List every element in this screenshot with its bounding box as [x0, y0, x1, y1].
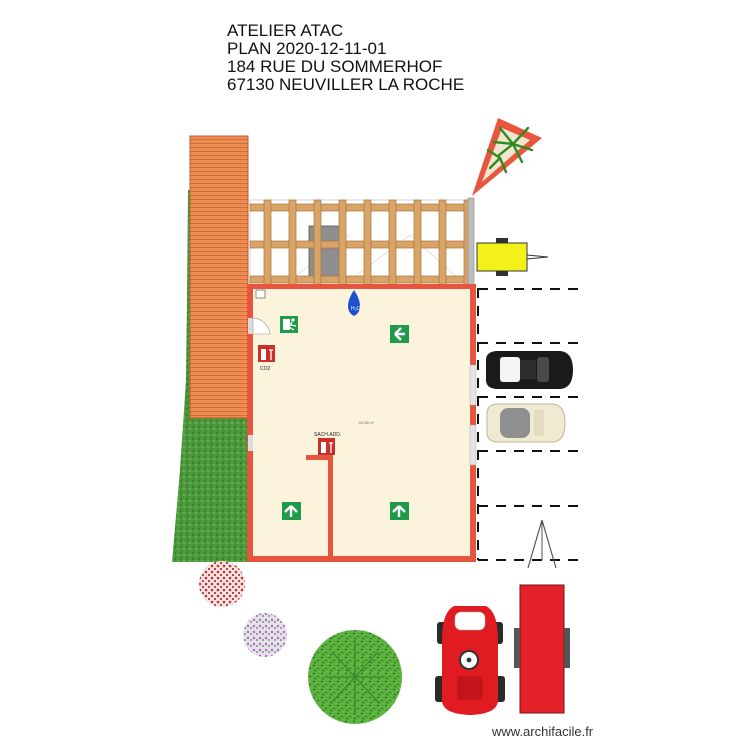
bush-icon: [243, 613, 287, 657]
emergency-exit-icon: [280, 316, 298, 333]
palm-icon: [486, 126, 534, 174]
car-icon: [486, 351, 573, 389]
lawn-mower-icon: [435, 606, 505, 715]
plan-reference: PLAN 2020-12-11-01: [227, 39, 387, 58]
tree-icon: [308, 630, 402, 724]
street-address: 184 RUE DU SOMMERHOF: [227, 57, 443, 76]
parking-spaces: [477, 288, 580, 561]
watermark-credit: www.archifacile.fr: [492, 724, 594, 739]
palm-planter: [472, 118, 542, 196]
plan-title: ATELIER ATAC: [227, 21, 344, 40]
door-swing: [252, 317, 271, 335]
car-icon: [486, 403, 566, 443]
fire-extinguisher-icon: CO2: [258, 345, 275, 372]
title-block: ATELIER ATAC PLAN 2020-12-11-01 184 RUE …: [227, 22, 527, 94]
city-address: 67130 NEUVILLER LA ROCHE: [227, 75, 465, 94]
pergola: [249, 197, 475, 287]
pergola-post: [467, 197, 475, 287]
sach-add-label: SACH.ADD.: [314, 432, 341, 438]
openings: [248, 289, 477, 466]
grass-area: [172, 190, 250, 562]
arrow-up-icon: [282, 502, 301, 520]
water-drop-icon: H₂O: [348, 290, 361, 316]
arrow-up-icon: [390, 502, 409, 520]
trailer-icon: [514, 519, 570, 714]
arrow-left-icon: [390, 325, 409, 343]
bush-icon: [199, 561, 245, 607]
room-area-label: 102.86 m²: [358, 421, 375, 425]
fire-extinguisher-icon: SACH.ADD.: [314, 432, 341, 455]
wooden-deck: [189, 135, 249, 419]
trailer-icon: [476, 238, 549, 276]
co2-label: CO2: [260, 366, 271, 372]
svg-text:H₂O: H₂O: [351, 306, 361, 312]
electric-panel: [255, 289, 266, 299]
walls: [247, 284, 476, 562]
